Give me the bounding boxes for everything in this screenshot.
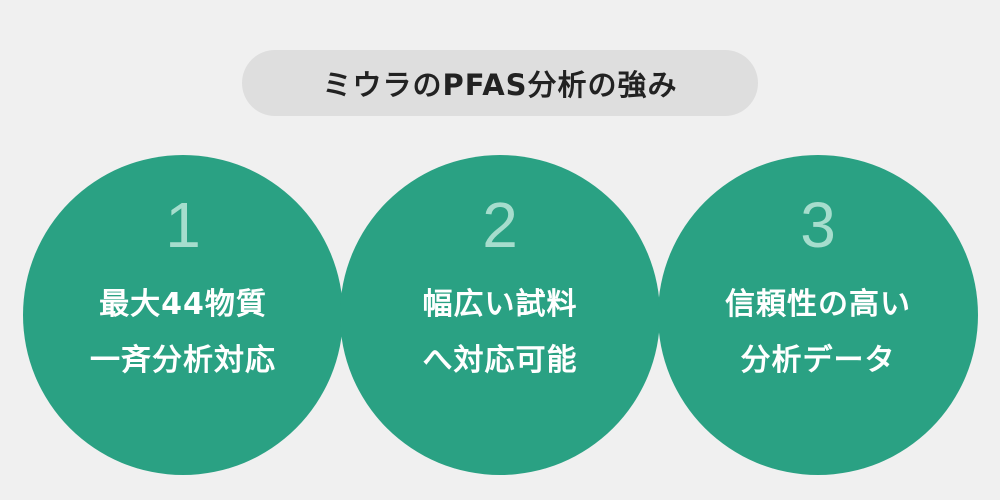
strength-circle-1: 1 最大44物質 一斉分析対応 <box>23 155 343 475</box>
strength-text-line: 信頼性の高い <box>725 287 911 322</box>
title-pill: ミウラのPFAS分析の強み <box>242 50 758 116</box>
strength-text-line: 一斉分析対応 <box>90 343 276 378</box>
strength-text-line: 最大44物質 <box>99 287 267 322</box>
strength-text-line: へ対応可能 <box>422 343 578 378</box>
page-title: ミウラのPFAS分析の強み <box>322 68 678 102</box>
strength-text-line: 幅広い試料 <box>422 287 578 322</box>
strength-circle-3: 3 信頼性の高い 分析データ <box>658 155 978 475</box>
strength-text-line: 分析データ <box>740 343 896 378</box>
strength-number: 2 <box>482 189 518 261</box>
strength-number: 1 <box>165 189 201 261</box>
strength-number: 3 <box>800 189 836 261</box>
strength-circle-2: 2 幅広い試料 へ対応可能 <box>340 155 660 475</box>
